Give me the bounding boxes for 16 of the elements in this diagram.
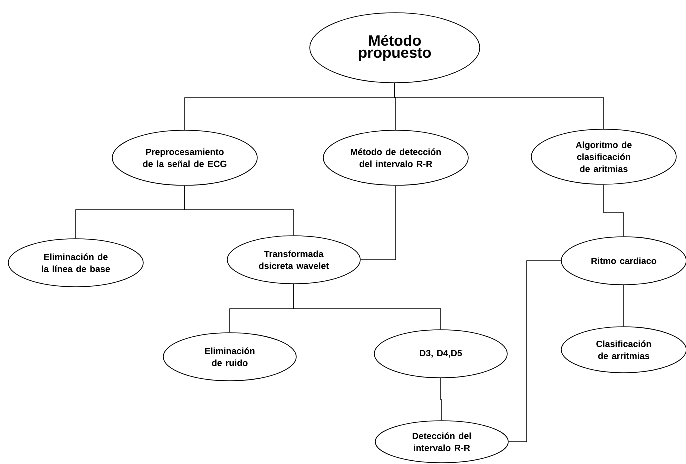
connector-line — [184, 186, 294, 236]
ellipse-node: Método propuesto — [310, 12, 480, 84]
connector-line — [440, 378, 442, 421]
ellipse-node: Detección del intervalo R-R — [375, 420, 509, 464]
connector-line — [604, 184, 624, 237]
ellipse-node: D3, D4,D5 — [374, 330, 508, 378]
ellipse-node: Preprocesamiento de la señal de ECG — [112, 130, 258, 186]
ellipse-node: Transformada dsicreta wavelet — [227, 236, 361, 284]
ellipse-node: Eliminación de la línea de base — [8, 238, 144, 288]
connector-line — [294, 284, 442, 330]
connector-line — [508, 260, 562, 442]
ellipse-node: Método de detección del intervalo R-R — [323, 130, 469, 186]
connector-line — [394, 83, 604, 130]
ellipse-node: Algoritmo de clasificación de aritmias — [531, 129, 677, 185]
ellipse-node: Eliminación de ruido — [163, 332, 297, 382]
connector-line — [360, 186, 396, 260]
